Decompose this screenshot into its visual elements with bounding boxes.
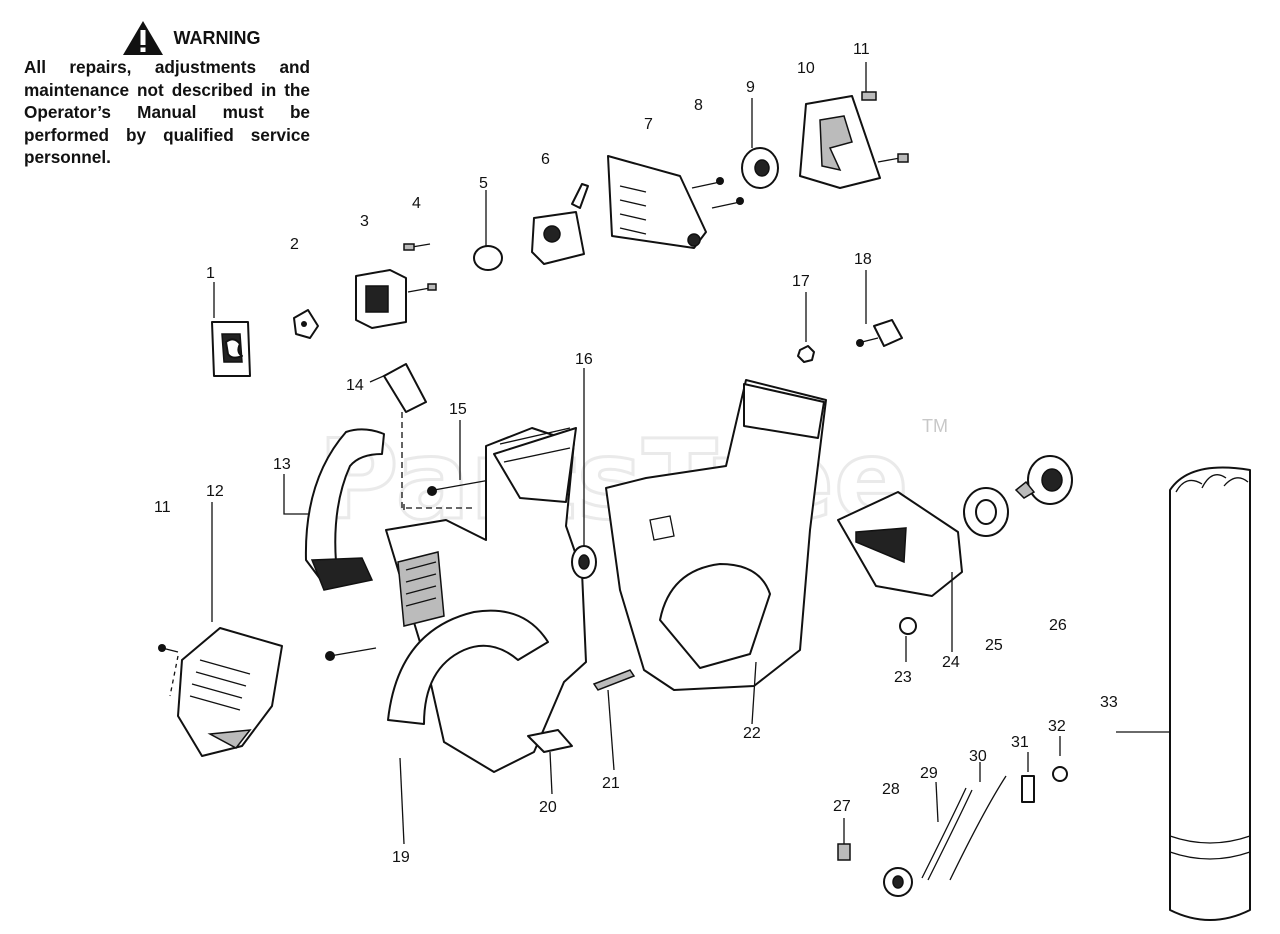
callout-21: 21: [602, 775, 620, 792]
part-22-housing-half: [605, 379, 827, 691]
callout-2: 2: [290, 236, 299, 253]
callout-1: 1: [206, 265, 215, 282]
part-14-trigger: [383, 363, 474, 510]
warning-text: All repairs, adjustments and maintenance…: [24, 57, 310, 168]
callout-30: 30: [969, 748, 987, 765]
part-29-fuel-line: [921, 787, 967, 879]
callout-18: 18: [854, 251, 872, 268]
part-18-knob: [856, 319, 903, 347]
callout-17: 17: [792, 273, 810, 290]
part-1-gasket: [211, 321, 251, 377]
callout-6: 6: [541, 151, 550, 168]
callout-14: 14: [346, 377, 364, 394]
callout-11-left: 11: [154, 499, 171, 516]
callout-24: 24: [942, 654, 960, 671]
callout-26: 26: [1049, 617, 1067, 634]
part-8-screws: [691, 177, 744, 209]
callout-27: 27: [833, 798, 851, 815]
callout-11-top: 11: [853, 41, 870, 58]
callout-8: 8: [694, 97, 703, 114]
callout-5: 5: [479, 175, 488, 192]
callout-19: 19: [392, 849, 410, 866]
callout-3: 3: [360, 213, 369, 230]
part-20-clip: [527, 729, 573, 753]
warning-notice: WARNING All repairs, adjustments and mai…: [24, 20, 310, 169]
part-11-screws-top: [861, 62, 909, 163]
callout-22: 22: [743, 725, 761, 742]
callout-16: 16: [575, 351, 593, 368]
part-26-cap: [1014, 455, 1073, 505]
part-7-housing-plate: [607, 155, 707, 249]
callout-10: 10: [797, 60, 815, 77]
part-12-filter-cover: [158, 627, 283, 757]
callout-20: 20: [539, 799, 557, 816]
callout-33: 33: [1100, 694, 1118, 711]
callout-labels: 1 2 3 4 5 6 7 8 9 10 11 11 12 13 14 15 1…: [154, 41, 1118, 866]
leader-lines: [211, 98, 981, 845]
part-33-blower-tube: [1116, 466, 1251, 921]
part-6-carburetor: [531, 183, 589, 265]
part-28-washer: [883, 867, 913, 897]
callout-32: 32: [1048, 718, 1066, 735]
part-10-cover: [799, 95, 881, 189]
part-31-fuel-filter: [1021, 752, 1035, 803]
part-16-impeller: [571, 545, 597, 579]
part-13-handle: [304, 428, 385, 591]
part-3-adapter: [355, 243, 437, 329]
part-30-fuel-line: [949, 775, 1007, 881]
callout-9: 9: [746, 79, 755, 96]
part-21-pin: [592, 669, 636, 691]
part-2-plate: [293, 309, 319, 339]
part-27-fitting: [837, 818, 851, 861]
callout-25: 25: [985, 637, 1003, 654]
callout-12: 12: [206, 483, 224, 500]
warning-heading: WARNING: [173, 27, 261, 48]
callout-13: 13: [273, 456, 291, 473]
part-32-grommet: [1052, 736, 1068, 782]
part-25-seal: [963, 487, 1009, 537]
part-17-nut: [797, 345, 815, 363]
part-24-rear-housing: [837, 491, 963, 597]
callout-4: 4: [412, 195, 421, 212]
part-15-screw: [427, 420, 491, 496]
warning-heading-row: WARNING: [24, 20, 310, 56]
part-5-ring: [473, 245, 503, 271]
part-19-blower-housing: [325, 427, 587, 773]
warning-triangle-icon: [122, 21, 163, 55]
callout-29: 29: [920, 765, 938, 782]
part-9-spacer: [741, 147, 779, 189]
callout-28: 28: [882, 781, 900, 798]
callout-15: 15: [449, 401, 467, 418]
callout-31: 31: [1011, 734, 1029, 751]
part-23-grommet: [899, 617, 917, 635]
callout-7: 7: [644, 116, 653, 133]
callout-23: 23: [894, 669, 912, 686]
watermark-trademark: TM: [922, 416, 948, 436]
